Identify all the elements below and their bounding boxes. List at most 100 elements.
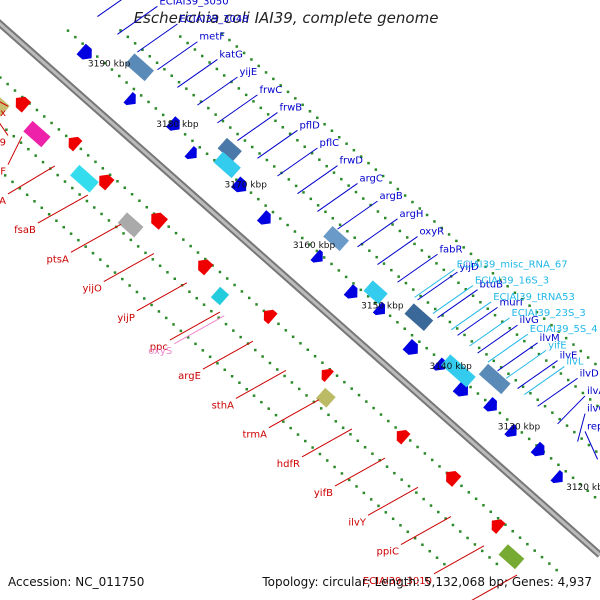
arrow-shape bbox=[402, 339, 418, 355]
guide-dot bbox=[451, 523, 455, 527]
guide-dot bbox=[350, 387, 353, 390]
guide-dot bbox=[179, 35, 182, 38]
guide-dot bbox=[293, 230, 297, 233]
guide-dot bbox=[230, 375, 234, 378]
guide-dot bbox=[438, 465, 441, 468]
rna-gene-label: ilvL bbox=[566, 357, 583, 368]
guide-dot bbox=[330, 262, 333, 266]
guide-dot bbox=[13, 89, 17, 92]
guide-dot bbox=[11, 180, 14, 184]
arrow-shape bbox=[263, 309, 278, 325]
guide-dot bbox=[508, 326, 511, 330]
forward-gene-leader bbox=[197, 76, 238, 106]
rna-gene-label: ECIAI39_misc_RNA_67 bbox=[457, 259, 568, 270]
guide-dot bbox=[334, 420, 338, 423]
forward-gene-15 bbox=[550, 469, 563, 484]
guide-dot bbox=[221, 119, 225, 123]
guide-dot bbox=[535, 444, 538, 447]
guide-dot bbox=[533, 549, 536, 552]
guide-dot bbox=[63, 180, 67, 183]
forward-gene-leader bbox=[97, 0, 122, 17]
guide-dot bbox=[343, 380, 346, 384]
guide-dot bbox=[586, 356, 590, 359]
arrow-shape bbox=[446, 471, 462, 487]
guide-dot bbox=[499, 366, 503, 369]
guide-dot bbox=[383, 216, 387, 220]
guide-dot bbox=[423, 452, 427, 455]
guide-dot bbox=[432, 353, 436, 356]
forward-gene-leader bbox=[517, 360, 558, 389]
reverse-block-6 bbox=[498, 544, 525, 570]
guide-dot bbox=[571, 476, 575, 480]
guide-dot bbox=[207, 106, 210, 110]
guide-dot bbox=[230, 80, 233, 84]
guide-dot bbox=[310, 151, 314, 155]
guide-dot bbox=[470, 340, 474, 343]
reverse-gene-5 bbox=[198, 259, 214, 276]
reverse-gene-leader bbox=[136, 282, 188, 312]
guide-dot bbox=[281, 126, 285, 129]
forward-gene-label: ilvC bbox=[587, 404, 600, 415]
guide-dot bbox=[318, 158, 321, 161]
guide-dot bbox=[460, 484, 463, 488]
guide-dot bbox=[488, 556, 491, 559]
arrow-shape bbox=[198, 259, 214, 276]
guide-dot bbox=[476, 392, 480, 395]
box-shape bbox=[23, 120, 51, 148]
guide-dot bbox=[493, 313, 497, 317]
reverse-block-0 bbox=[0, 92, 10, 117]
guide-dot bbox=[520, 431, 524, 434]
forward-block-2 bbox=[323, 226, 349, 252]
guide-dot bbox=[261, 355, 264, 358]
reverse-gene-6 bbox=[263, 309, 278, 325]
guide-dot bbox=[279, 217, 282, 220]
forward-gene-10 bbox=[432, 357, 445, 371]
reverse-gene-label: trmA bbox=[242, 430, 267, 441]
guide-dot bbox=[186, 41, 189, 45]
backbone-core bbox=[0, 21, 600, 557]
guide-dot bbox=[398, 229, 402, 233]
guide-dot bbox=[172, 323, 175, 326]
guide-dot bbox=[366, 295, 370, 298]
guide-dot bbox=[327, 413, 330, 417]
guide-dot bbox=[548, 562, 551, 565]
guide-dot bbox=[257, 64, 260, 68]
rna-gene-leader bbox=[469, 317, 510, 347]
rna-gene-leader bbox=[487, 333, 529, 363]
guide-dot bbox=[536, 398, 539, 401]
forward-gene-leader bbox=[257, 129, 298, 159]
reverse-gene-label: gldA bbox=[0, 196, 6, 207]
reverse-gene-1 bbox=[15, 96, 32, 113]
box-shape bbox=[210, 286, 230, 306]
reverse-gene-label: ppiC bbox=[377, 547, 399, 558]
guide-dot bbox=[407, 484, 411, 488]
guide-dot bbox=[254, 348, 257, 352]
guide-dot bbox=[429, 504, 433, 507]
reverse-gene-label: ppc bbox=[150, 342, 168, 353]
guide-dot bbox=[94, 160, 97, 164]
box-shape bbox=[478, 363, 511, 395]
guide-dot bbox=[337, 135, 341, 139]
guide-dot bbox=[204, 257, 207, 261]
forward-gene-leader bbox=[377, 236, 418, 265]
forward-gene-label: btuB bbox=[480, 280, 504, 291]
guide-dot bbox=[315, 249, 319, 253]
guide-dot bbox=[410, 333, 414, 337]
box-shape bbox=[217, 137, 242, 162]
guide-dot bbox=[286, 223, 289, 227]
guide-dot bbox=[365, 400, 368, 403]
rna-gene-label: ECIAI39_5S_4 bbox=[530, 324, 598, 335]
guide-dot bbox=[122, 232, 125, 235]
guide-dot bbox=[580, 437, 583, 440]
guide-dot bbox=[200, 54, 204, 58]
guide-dot bbox=[335, 374, 339, 377]
guide-dot bbox=[284, 329, 288, 332]
guide-dot bbox=[413, 537, 417, 540]
guide-dot bbox=[513, 291, 517, 294]
forward-gene-leader bbox=[317, 183, 358, 212]
guide-dot bbox=[316, 116, 319, 120]
guide-dot bbox=[331, 217, 335, 220]
forward-gene-6 bbox=[310, 249, 323, 263]
guide-dot bbox=[501, 320, 504, 323]
